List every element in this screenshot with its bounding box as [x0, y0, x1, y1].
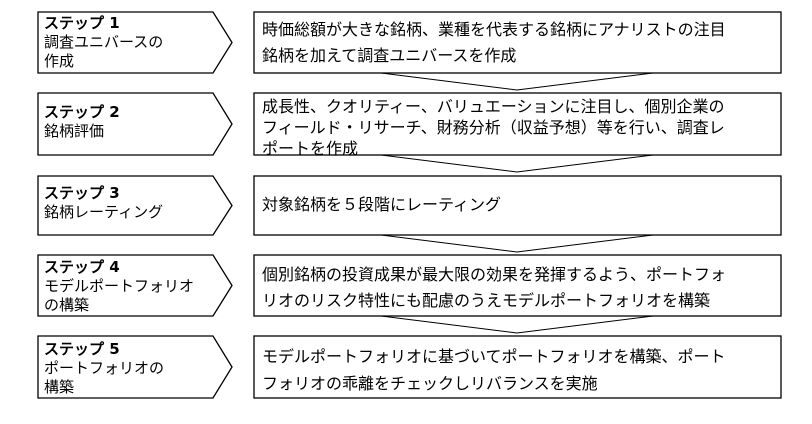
step-5-line-1: ポートフォリオの — [44, 359, 165, 377]
step-4-description: 個別銘柄の投資成果が最大限の効果を発揮するよう、ポートフォ リオのリスク特性にも… — [262, 262, 782, 314]
step-1-desc-line-2: 銘柄を加えて調査ユニバースを作成 — [262, 46, 517, 65]
step-2-desc-line-2: フィールド・リサーチ、財務分析（収益予想）等を行い、調査レ — [262, 118, 725, 137]
step-3-label: ステップ 3 銘柄レーティング — [44, 184, 224, 222]
step-5-chevron — [37, 335, 233, 399]
step-3-title: ステップ 3 — [44, 184, 120, 202]
step-4-line-1: モデルポートフォリオ — [44, 277, 195, 295]
step-5-box — [253, 335, 782, 399]
step-4-desc-line-1: 個別銘柄の投資成果が最大限の効果を発揮するよう、ポートフォ — [262, 265, 727, 284]
step-1-label: ステップ 1 調査ユニバースの 作成 — [44, 14, 224, 71]
step-2-desc-line-1: 成長性、クオリティー、バリュエーションに注目し、個別企業の — [262, 97, 725, 116]
step-2-chevron — [37, 92, 233, 156]
step-4-desc-line-2: リオのリスク特性にも配慮のうえモデルポートフォリオを構築 — [262, 291, 711, 310]
step-5-title: ステップ 5 — [44, 340, 120, 358]
step-3-box — [253, 175, 782, 236]
step-5-desc-line-2: フォリオの乖離をチェックしリバランスを実施 — [262, 374, 598, 393]
step-1-title: ステップ 1 — [44, 14, 120, 32]
step-2-line-1: 銘柄評価 — [44, 122, 105, 140]
step-4-box — [253, 254, 782, 317]
step-1-desc-line-1: 時価総額が大きな銘柄、業種を代表する銘柄にアナリストの注目 — [262, 20, 726, 39]
step-3-line-1: 銘柄レーティング — [44, 203, 164, 221]
step-2-label: ステップ 2 銘柄評価 — [44, 103, 224, 141]
step-3-funnel-arrow — [380, 234, 654, 253]
step-5-label: ステップ 5 ポートフォリオの 構築 — [44, 340, 224, 397]
step-2-title: ステップ 2 — [44, 103, 120, 121]
step-2-desc-line-3: ポートを作成 — [262, 139, 359, 158]
step-1-box — [253, 11, 782, 74]
step-2-box — [253, 92, 782, 156]
step-3-description: 対象銘柄を５段階にレーティング — [262, 194, 782, 216]
step-4-chevron — [37, 254, 233, 317]
step-1-chevron — [37, 11, 233, 74]
step-2-description: 成長性、クオリティー、バリュエーションに注目し、個別企業の フィールド・リサーチ… — [262, 96, 782, 159]
step-1-line-2: 作成 — [44, 52, 75, 70]
step-1-description: 時価総額が大きな銘柄、業種を代表する銘柄にアナリストの注目 銘柄を加えて調査ユニ… — [262, 17, 782, 69]
step-4-label: ステップ 4 モデルポートフォリオ の構築 — [44, 258, 224, 315]
step-5-line-2: 構築 — [44, 378, 75, 396]
step-5-desc-line-1: モデルポートフォリオに基づいてポートフォリオを構築、ポート — [262, 347, 726, 366]
step-1-funnel-arrow — [380, 72, 654, 91]
step-4-line-2: の構築 — [44, 296, 90, 314]
step-5-description: モデルポートフォリオに基づいてポートフォリオを構築、ポート フォリオの乖離をチェ… — [262, 343, 782, 397]
step-3-chevron — [37, 175, 233, 236]
step-2-funnel-arrow — [380, 154, 654, 173]
step-1-line-1: 調査ユニバースの — [44, 33, 164, 51]
step-4-funnel-arrow — [380, 315, 654, 334]
step-4-title: ステップ 4 — [44, 258, 120, 276]
step-3-desc-line-1: 対象銘柄を５段階にレーティング — [262, 195, 502, 214]
